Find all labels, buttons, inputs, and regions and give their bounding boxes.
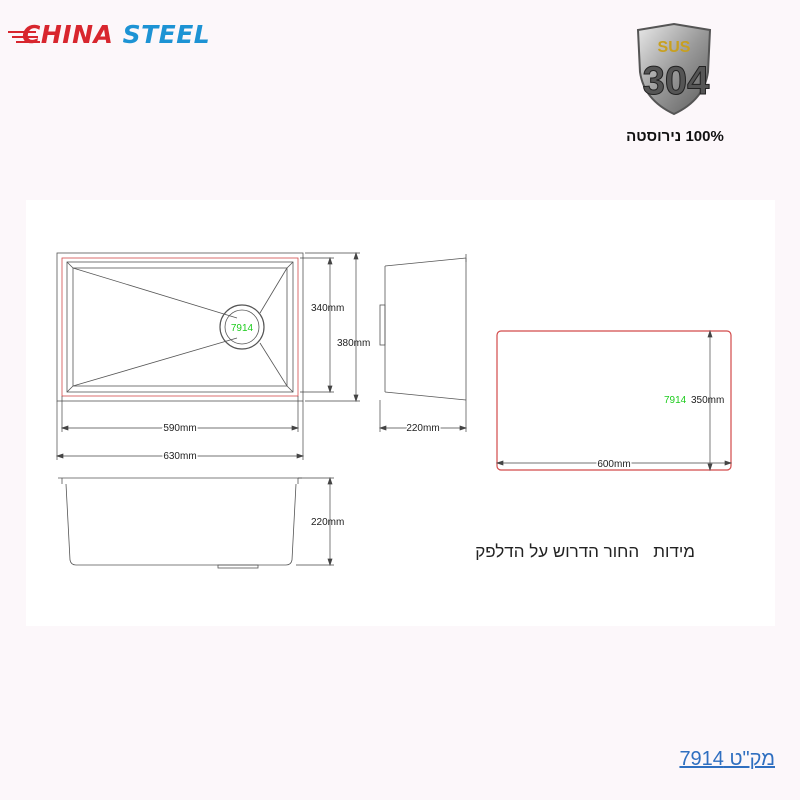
china-steel-logo	[8, 31, 40, 43]
sus304-shield-icon: SUS 304	[636, 22, 712, 116]
height-dimension-lines	[300, 251, 360, 403]
inner-height-label: 340mm	[311, 303, 344, 314]
cutout-code: 7914	[664, 395, 687, 406]
outer-height-label: 380mm	[337, 338, 370, 349]
front-depth-dimension-lines	[296, 476, 334, 567]
cutout-note: מידות החור הדרוש על הדלפק	[475, 542, 695, 561]
brand-name: CHINA STEEL	[22, 20, 210, 49]
countertop-cutout-outline	[496, 330, 732, 471]
side-depth-label: 220mm	[406, 423, 439, 434]
cutout-height-label: 350mm	[691, 395, 724, 406]
brand-part-steel: STEEL	[122, 20, 211, 49]
product-sku-link[interactable]: מק"ט 7914	[679, 748, 775, 770]
inner-width-label: 590mm	[163, 423, 196, 434]
stainless-caption: 100% נירוסטה	[626, 128, 724, 145]
side-depth-dimension-lines	[378, 400, 468, 432]
badge-sus-text: SUS	[658, 39, 691, 56]
outer-width-label: 630mm	[163, 451, 196, 462]
front-view	[58, 477, 302, 569]
cutout-width-label: 600mm	[597, 459, 630, 470]
top-view-code: 7914	[231, 323, 254, 334]
side-view	[379, 254, 467, 401]
badge-304-text: 304	[643, 59, 710, 103]
top-view	[56, 252, 304, 402]
brand-part-china: CHINA	[22, 20, 114, 49]
width-dimension-lines	[55, 396, 305, 460]
front-depth-label: 220mm	[311, 517, 344, 528]
cutout-dimension-lines	[495, 329, 733, 472]
drawing-panel	[26, 200, 775, 626]
